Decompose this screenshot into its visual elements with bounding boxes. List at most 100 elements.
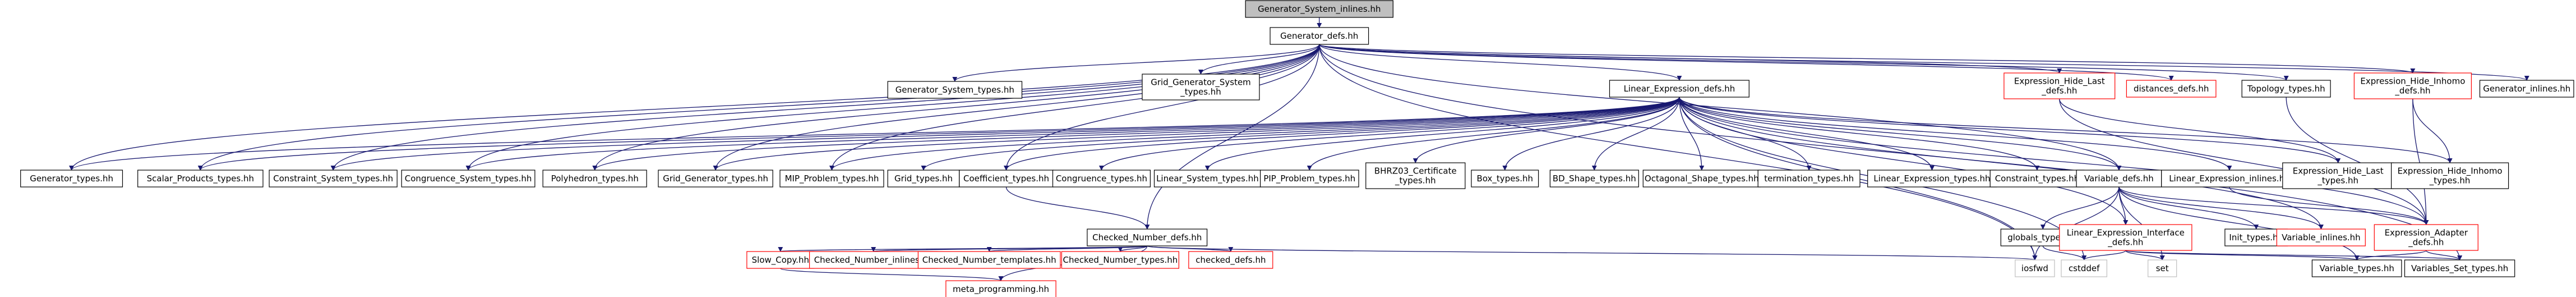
edge-ehid-to-ead [2412,98,2429,225]
node-label: meta_programming.hh [953,284,1049,295]
node-cnd[interactable]: Checked_Number_defs.hh [1087,229,1208,246]
node-gdefs[interactable]: Generator_defs.hh [1269,27,1369,45]
node-label: Expression_Hide_Last [2293,166,2384,177]
edge-vard-to-gmp [2040,186,2120,230]
node-gtyp[interactable]: Generator_types.hh [20,170,123,188]
edge-ehld-to-ead [2059,98,2429,225]
node-lei[interactable]: Linear_Expression_inlines.hh [2161,170,2298,188]
node-cni[interactable]: Checked_Number_inlines.hh [809,251,938,269]
node-label: Grid_types.hh [894,173,953,184]
node-label: _types.hh [2317,176,2358,186]
node-topo[interactable]: Topology_types.hh [2241,80,2331,98]
node-cont[interactable]: Constraint_types.hh [1989,170,2085,188]
node-cst[interactable]: Constraint_System_types.hh [269,170,398,188]
edge-ehld-to-ehlt [2059,98,2341,163]
node-label: _defs.hh [2107,237,2143,248]
node-box [1549,170,1639,188]
node-ehld[interactable]: Expression_Hide_Last_defs.hh [2003,72,2116,99]
edge-vard-to-intt [2118,186,2259,230]
node-label: Linear_Expression_inlines.hh [2169,173,2289,184]
node-gridt[interactable]: Grid_types.hh [887,170,960,188]
node-cntp[interactable]: Checked_Number_templates.hh [917,251,1061,269]
node-label: BD_Shape_types.hh [1553,173,1636,184]
node-distd[interactable]: distances_defs.hh [2126,80,2217,98]
edge-led-to-mipt [829,97,1680,171]
edge-ead-to-vart [2354,250,2427,261]
node-label: Generator_System_types.hh [895,85,1014,95]
node-vart[interactable]: Variable_types.hh [2311,259,2402,277]
node-label: Slow_Copy.hh [752,255,809,266]
node-termt[interactable]: termination_types.hh [1757,170,1861,188]
node-pipt[interactable]: PIP_Problem_types.hh [1260,170,1359,188]
node-root[interactable]: Generator_System_inlines.hh [1245,0,1393,18]
node-box [2479,80,2574,98]
edge-leid-to-vst [2125,250,2462,261]
node-label: Linear_Expression_defs.hh [1624,84,1735,94]
node-label: Expression_Hide_Inhomo [2398,166,2503,177]
node-box [1142,74,1260,100]
node-vari[interactable]: Variable_inlines.hh [2276,229,2366,246]
node-bhrz[interactable]: BHRZ03_Certificate_types.hh [1365,162,1466,189]
edge-led-to-cst [330,97,1680,171]
node-iosfwd[interactable]: iosfwd [2015,259,2055,277]
edge-cnd-to-iosfwd [1147,245,2037,261]
node-polyt[interactable]: Polyhedron_types.hh [542,170,647,188]
node-let[interactable]: Linear_Expression_types.hh [1867,170,1997,188]
node-label: Generator_inlines.hh [2483,84,2570,94]
node-bdst[interactable]: BD_Shape_types.hh [1549,170,1639,188]
node-ggst[interactable]: Grid_Generator_System_types.hh [1142,74,1260,100]
node-octt[interactable]: Octagonal_Shape_types.hh [1642,170,1761,188]
node-coeft[interactable]: Coefficient_types.hh [959,170,1054,188]
node-label: Generator_defs.hh [1280,31,1358,42]
node-spt[interactable]: Scalar_Products_types.hh [137,170,264,188]
node-set[interactable]: set [2148,259,2177,277]
node-label: _defs.hh [2408,237,2444,248]
edge-led-to-leid [1679,97,2129,225]
node-label: Topology_types.hh [2247,84,2325,94]
node-label: Checked_Number_types.hh [1063,255,1178,266]
node-box [269,170,398,188]
node-ead[interactable]: Expression_Adapter_defs.hh [2374,224,2478,251]
edge-gdefs-to-led [1319,44,1682,81]
edge-gdefs-to-gtyp [69,44,1320,171]
node-congt[interactable]: Congruence_types.hh [1052,170,1151,188]
node-box [401,170,535,188]
edge-gdefs-to-vard [1319,44,2122,171]
node-box [887,170,960,188]
node-slow[interactable]: Slow_Copy.hh [746,251,815,269]
node-lst[interactable]: Linear_System_types.hh [1153,170,1261,188]
edge-slow-to-metap [780,268,1004,281]
node-label: _defs.hh [2394,86,2430,97]
edge-led-to-lst [1204,97,1680,171]
node-cstddef[interactable]: cstddef [2061,259,2108,277]
node-vard[interactable]: Variable_defs.hh [2076,170,2162,188]
node-label: Constraint_System_types.hh [273,173,393,184]
node-box [2404,259,2515,277]
node-ehit[interactable]: Expression_Hide_Inhomo_types.hh [2391,162,2509,189]
node-ggt[interactable]: Grid_Generator_types.hh [658,170,773,188]
node-leid[interactable]: Linear_Expression_Interface_defs.hh [2059,224,2192,251]
node-cgst[interactable]: Congruence_System_types.hh [401,170,535,188]
edge-led-to-octt [1679,97,1705,171]
node-ehlt[interactable]: Expression_Hide_Last_types.hh [2282,162,2394,189]
node-cntt[interactable]: Checked_Number_types.hh [1061,251,1180,269]
node-gst[interactable]: Generator_System_types.hh [887,81,1023,99]
node-label: Expression_Adapter [2385,228,2468,239]
edge-gdefs-to-mipt [829,44,1320,171]
node-chkd[interactable]: checked_defs.hh [1188,251,1273,269]
node-metap[interactable]: meta_programming.hh [945,280,1056,297]
edge-gdefs-to-coeft [1003,44,1320,171]
node-label: cstddef [2069,263,2100,273]
node-led[interactable]: Linear_Expression_defs.hh [1609,80,1749,98]
node-ehid[interactable]: Expression_Hide_Inhomo_defs.hh [2353,72,2472,99]
node-label: Variable_defs.hh [2084,173,2154,184]
node-box [2059,224,2192,251]
node-mipt[interactable]: MIP_Problem_types.hh [779,170,884,188]
node-ginl[interactable]: Generator_inlines.hh [2479,80,2574,98]
node-box [2015,259,2055,277]
node-box [2353,72,2472,99]
node-vst[interactable]: Variables_Set_types.hh [2404,259,2515,277]
node-boxt[interactable]: Box_types.hh [1471,170,1539,188]
edge-vard-to-ead [2118,186,2429,225]
